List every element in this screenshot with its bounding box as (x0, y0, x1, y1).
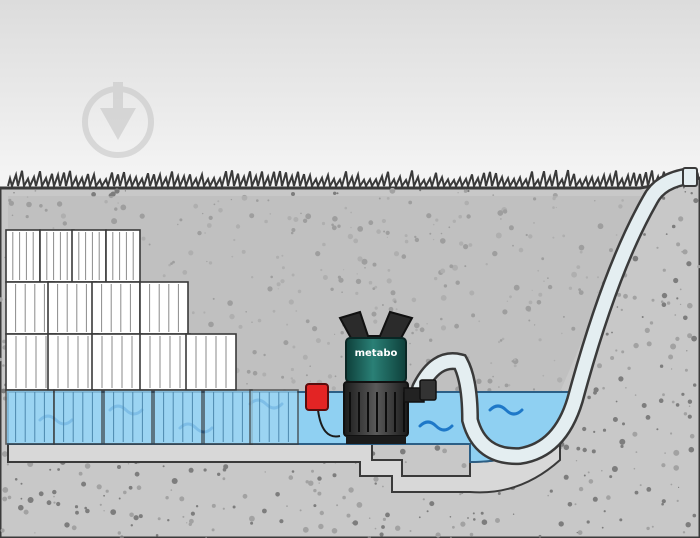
crate (139, 333, 191, 391)
crate (5, 281, 55, 335)
wave-mark (418, 420, 454, 432)
pin-logo-icon (82, 82, 154, 158)
crate (203, 389, 253, 445)
crate (103, 389, 153, 445)
crate (47, 333, 99, 391)
submersible-pump (338, 310, 437, 444)
pump-brand-label: metabo (355, 348, 398, 359)
discharge-hose (411, 167, 699, 466)
float-switch (305, 383, 341, 438)
crate (47, 281, 97, 335)
crate (139, 281, 189, 335)
crate (53, 389, 103, 445)
crate (71, 229, 107, 283)
crate (105, 229, 141, 283)
wave-mark (488, 404, 524, 416)
crate (39, 229, 75, 283)
crate (91, 333, 143, 391)
crate (153, 389, 203, 445)
hose-end-cap (682, 167, 698, 187)
grass-line (7, 169, 691, 190)
sky-background (0, 0, 700, 190)
stacked-crates (5, 229, 299, 445)
crate (5, 389, 55, 445)
crate (185, 333, 237, 391)
crate (249, 389, 299, 445)
crate (91, 281, 141, 335)
crate (5, 229, 41, 283)
